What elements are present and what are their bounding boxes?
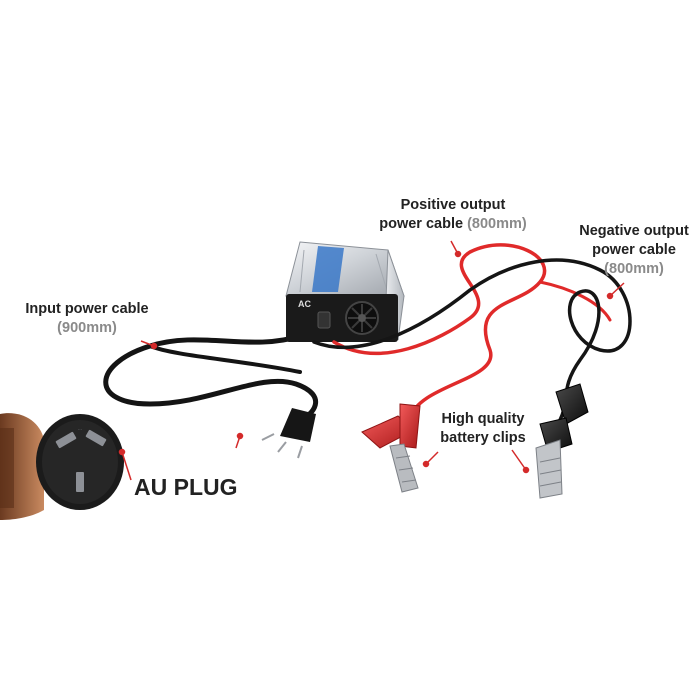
input-power-cable [103,333,319,423]
positive-output-cable-label: Positive output power cable (800mm) [370,196,536,234]
battery-clips-label: High quality battery clips [428,410,538,448]
input-power-cable-label: Input power cable (900mm) [8,300,166,338]
negative-label-length: (800mm) [604,261,664,277]
clips-label-line1: High quality [441,411,525,427]
negative-label-line2: power cable [592,242,676,258]
positive-label-line1: Positive output [400,197,506,213]
input-label-line1: Input power cable [25,301,149,317]
inverter-device: AC [285,241,405,342]
au-plug: ... [36,414,124,510]
black-battery-clip [535,383,589,499]
power-switch [317,311,331,329]
negative-label-line1: Negative output [579,223,689,239]
negative-output-cable-label: Negative output power cable (800mm) [578,222,690,279]
device-label-sticker [312,246,344,292]
positive-label-line2: power cable (800mm) [370,215,536,234]
positive-output-cable [332,243,612,420]
au-plug-label: AU PLUG [134,474,238,500]
hand-holding-plug [0,413,44,520]
au-plug-small [261,408,316,459]
cooling-fan-icon [345,301,379,335]
device-panel-text: AC [298,299,311,309]
callout-pointers [118,240,625,481]
red-battery-clip [361,403,421,493]
positive-label-length: (800mm) [467,216,527,232]
negative-output-cable [312,258,632,422]
positive-label-line2-main: power cable [379,216,464,232]
svg-text:...: ... [78,426,82,432]
clips-label-line2: battery clips [440,430,526,446]
input-label-length: (900mm) [57,320,117,336]
